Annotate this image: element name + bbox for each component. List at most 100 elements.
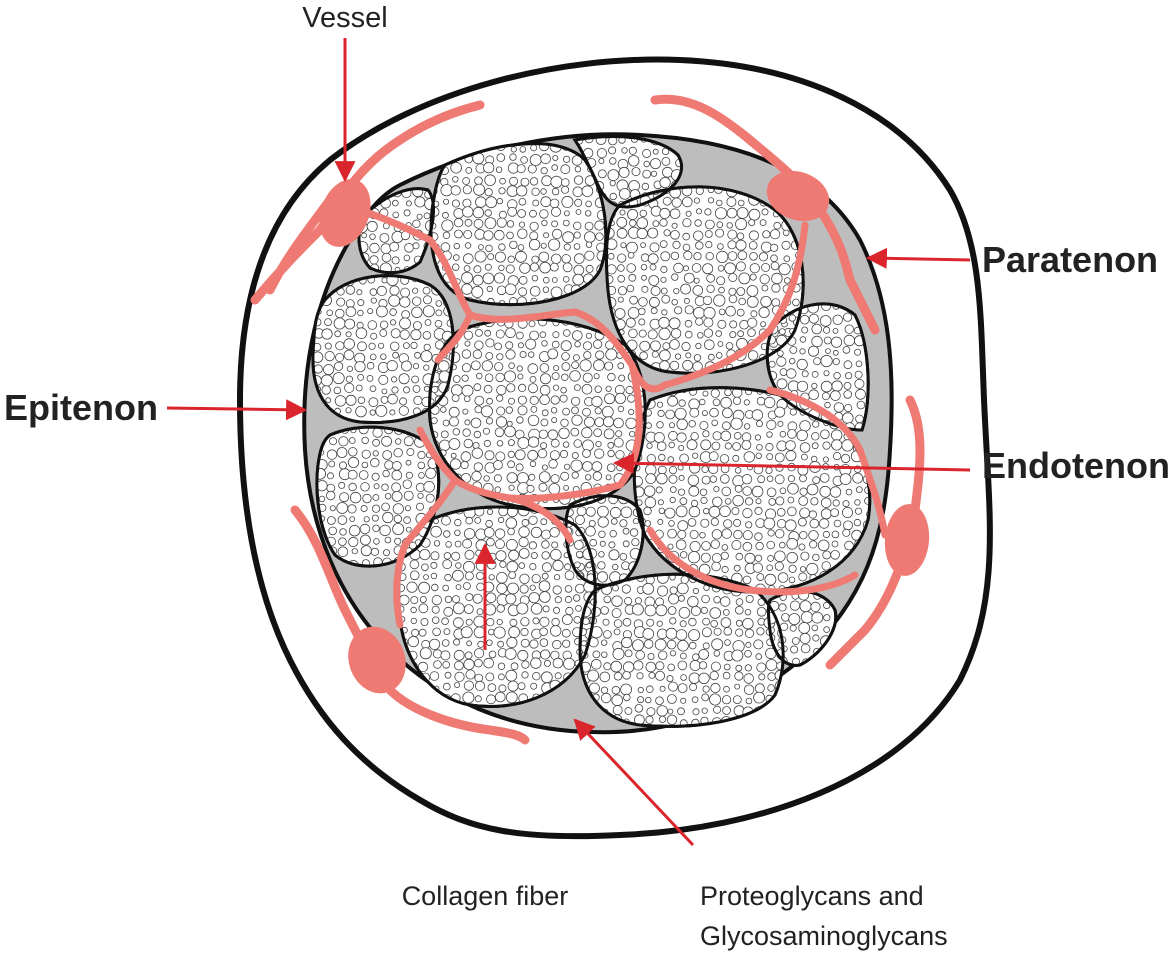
collagen-fibril [651,286,660,295]
collagen-fibril [801,612,812,623]
collagen-fibril [516,332,523,339]
collagen-fibril [723,672,730,679]
collagen-fibril [408,636,418,646]
collagen-fibril [339,482,345,488]
collagen-fibril [799,497,808,506]
collagen-fibril [746,522,752,528]
collagen-fibril [392,483,401,492]
collagen-fibril [326,398,331,403]
collagen-fibril [336,309,345,318]
collagen-fibril [696,318,703,325]
collagen-fibril [515,450,525,460]
collagen-fibril [498,641,504,647]
collagen-fibril [688,552,699,563]
collagen-fibril [630,431,635,436]
collagen-fibril [506,594,516,604]
collagen-fibril [822,393,829,400]
collagen-fibril [694,198,699,203]
collagen-fibril [424,344,430,350]
collagen-fibril [755,507,762,514]
collagen-fibril [454,209,464,219]
collagen-fibril [423,287,430,294]
collagen-fibril [744,424,750,430]
collagen-fibril [628,307,639,318]
collagen-fibril [322,329,332,339]
collagen-fibril [707,285,715,293]
collagen-fibril [541,419,548,426]
collagen-fibril [690,660,700,670]
collagen-fibril [660,686,665,691]
collagen-fibril [485,210,492,217]
collagen-fibril [495,540,504,549]
collagen-fibril [531,603,542,614]
collagen-fibril [411,618,417,624]
collagen-fibril [604,663,611,670]
collagen-fibril [475,251,486,262]
collagen-fibril [653,221,659,227]
collagen-fibril [810,541,817,548]
collagen-fibril [561,387,567,393]
collagen-fibril [789,315,796,322]
collagen-fibril [672,299,678,305]
collagen-fibril [777,508,785,516]
collagen-fibril [572,407,579,414]
collagen-fibril [612,695,623,706]
collagen-fibril [681,576,689,584]
collagen-fibril [402,311,410,319]
collagen-fibril [733,455,739,461]
collagen-fibril [766,509,776,519]
collagen-fibril [745,650,752,657]
collagen-fibril [552,188,559,195]
collagen-fibril [787,538,798,549]
collagen-fibril [624,694,631,701]
collagen-fibril [454,639,460,645]
collagen-fibril [639,319,645,325]
collagen-fibril [416,503,423,510]
collagen-fibril [623,528,629,534]
collagen-fibril [778,421,783,426]
collagen-fibril [625,650,632,657]
collagen-fibril [618,406,624,412]
collagen-fibril [552,165,558,171]
collagen-fibril [540,395,550,405]
collagen-fibril [691,433,699,441]
collagen-fibril [372,515,378,521]
collagen-fibril [724,627,732,635]
collagen-fibril [339,437,348,446]
collagen-fibril [615,309,625,319]
collagen-fibril [508,681,518,691]
collagen-fibril [738,251,747,260]
collagen-fibril [678,530,686,538]
collagen-fibril [561,179,569,187]
collagen-fibril [693,231,703,241]
collagen-fibril [823,442,830,449]
collagen-fibril [533,618,539,624]
collagen-fibril [720,597,730,607]
collagen-fibril [702,708,707,713]
collagen-fibril [748,351,758,361]
collagen-fibril [629,409,634,414]
collagen-fibril [780,369,787,376]
collagen-fibril [743,487,752,496]
collagen-fibril [797,430,808,441]
collagen-fibril [713,399,720,406]
collagen-fibril [382,503,390,511]
collagen-fibril [551,439,559,447]
collagen-fibril [619,189,630,200]
collagen-fibril [743,618,754,629]
collagen-fibril [701,440,711,450]
collagen-fibril [744,685,754,695]
collagen-fibril [717,200,723,206]
collagen-fibril [674,288,679,293]
collagen-fibril [484,476,490,482]
collagen-fibril [832,440,842,450]
collagen-fibril [775,529,784,538]
collagen-fibril [453,603,464,614]
collagen-fibril [701,553,710,562]
collagen-fibril [392,257,399,264]
collagen-fibril [393,352,399,358]
collagen-fibril [585,251,594,260]
collagen-fibril [464,230,472,238]
collagen-fibril [800,315,809,324]
collagen-fibril [474,627,485,638]
